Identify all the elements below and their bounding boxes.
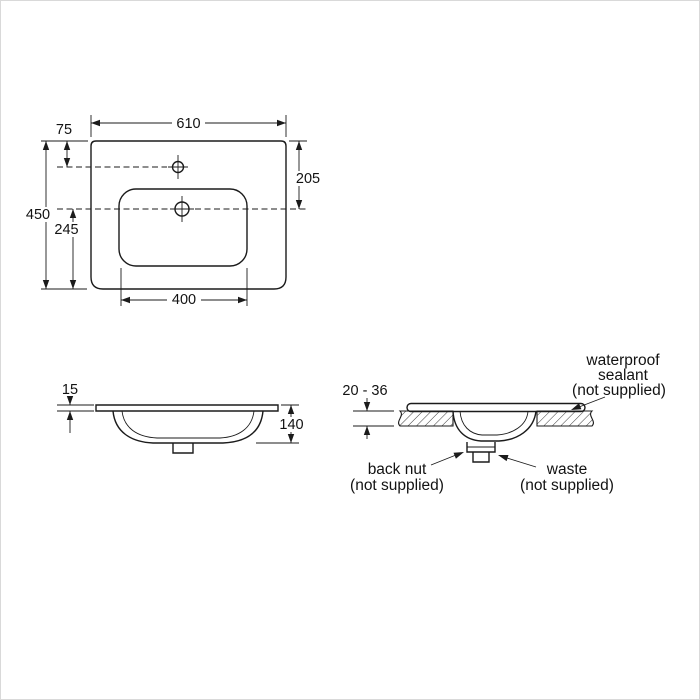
waste-label-line-2: (not supplied)	[520, 477, 614, 494]
rim-section	[406, 402, 586, 413]
waste-fitting	[472, 452, 490, 463]
dim-75: 75	[41, 122, 88, 167]
section-view: 20 - 36 waterproof sealant (not supplied…	[337, 352, 666, 494]
dim-450: 450	[22, 141, 87, 290]
dim-205-label: 205	[296, 171, 320, 187]
back-nut-label-line-2: (not supplied)	[350, 477, 444, 494]
sealant-label-line-2: sealant	[598, 367, 649, 384]
back-nut-arrow	[453, 452, 464, 459]
rim-profile	[95, 404, 279, 412]
dim-140: 140	[256, 404, 309, 444]
sealant-label-line-3: (not supplied)	[572, 382, 666, 399]
dim-205: 205	[289, 140, 325, 209]
waste-label-line-1: waste	[546, 461, 588, 478]
sealant-callout: waterproof sealant (not supplied)	[571, 352, 666, 410]
dim-610-label: 610	[176, 116, 200, 132]
bowl-profile-outer	[112, 410, 264, 444]
waste-callout: waste (not supplied)	[498, 455, 614, 494]
dim-20-36: 20 - 36	[337, 383, 394, 439]
tap-hole	[168, 155, 188, 179]
dim-140-label: 140	[279, 417, 303, 433]
dim-610: 610	[90, 114, 287, 137]
back-nut	[466, 442, 496, 453]
side-view: 15 140	[57, 382, 309, 454]
worktop-right	[536, 410, 594, 427]
dim-400: 400	[120, 268, 248, 308]
waste-hole	[170, 196, 194, 222]
waste-stub	[172, 443, 194, 454]
back-nut-label-line-1: back nut	[368, 461, 427, 478]
dim-75-label: 75	[56, 122, 72, 138]
bowl-section-inner	[459, 410, 529, 436]
dim-400-label: 400	[172, 292, 196, 308]
bowl-outline	[118, 188, 248, 267]
sealant-arrow	[571, 403, 582, 410]
dim-20-36-label: 20 - 36	[342, 383, 387, 399]
waste-arrow	[498, 455, 509, 462]
dim-245: 245	[51, 209, 82, 289]
basin-outline	[90, 140, 287, 290]
dim-245-label: 245	[54, 222, 78, 238]
dim-15: 15	[57, 382, 94, 433]
bowl-section-outer	[452, 410, 537, 442]
back-nut-callout: back nut (not supplied)	[350, 452, 464, 494]
sealant-label-line-1: waterproof	[585, 352, 660, 369]
dim-15-label: 15	[62, 382, 78, 398]
dim-450-label: 450	[26, 207, 50, 223]
bowl-profile-inner	[121, 410, 255, 439]
worktop-left	[398, 410, 454, 427]
plan-view: 610 75 450 245	[22, 114, 325, 308]
